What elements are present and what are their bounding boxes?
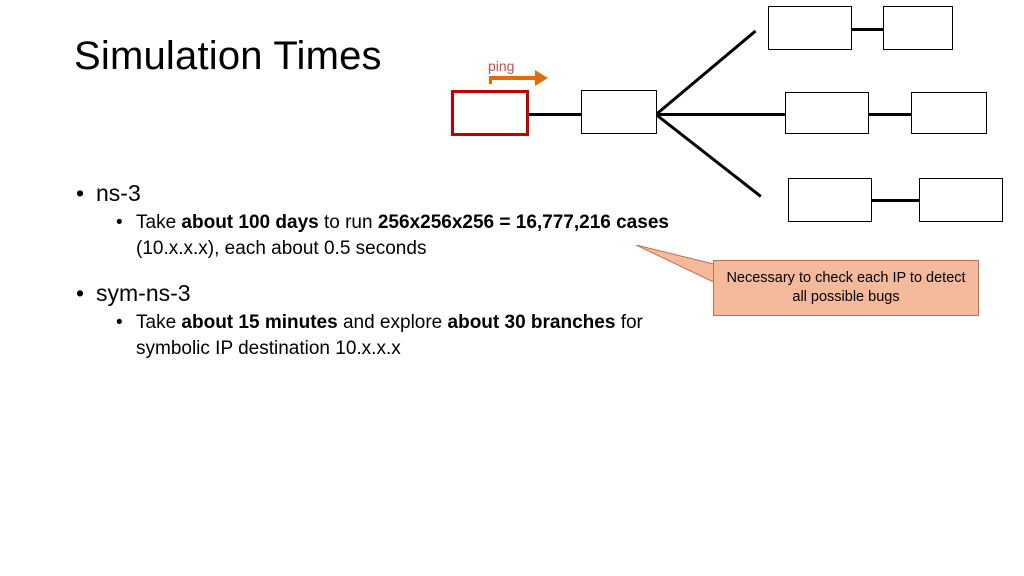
bullet-marker: •	[76, 280, 85, 306]
edge-bottom-pair	[871, 199, 921, 202]
list-item: • Take about 15 minutes and explore abou…	[70, 310, 810, 362]
branch-top-right-node[interactable]	[883, 6, 953, 50]
ping-arrow-line	[489, 76, 535, 80]
callout-box: Necessary to check each IP to detect all…	[713, 260, 979, 316]
router-node[interactable]	[581, 90, 657, 134]
list-item-text-part: Take	[136, 312, 182, 333]
bullet-marker: •	[76, 180, 85, 206]
list-item: • ns-3	[70, 178, 810, 208]
list-item-text-part: to run	[318, 212, 378, 233]
list-item-text-part: Take	[136, 212, 182, 233]
ping-label: ping	[488, 58, 515, 74]
ping-arrow-shaft	[489, 76, 492, 84]
list-item: • Take about 100 days to run 256x256x256…	[70, 210, 810, 262]
ping-arrow-head	[535, 70, 548, 86]
spacer	[70, 262, 810, 278]
bullet-marker: •	[116, 312, 123, 333]
edge-router-top	[655, 29, 757, 116]
list-item: • sym-ns-3	[70, 278, 810, 308]
edge-top-pair	[850, 28, 885, 31]
branch-middle-right-node[interactable]	[911, 92, 987, 134]
list-item-text-bold: about 30 branches	[447, 312, 616, 333]
list-item-text-part: and explore	[337, 312, 448, 333]
edge-router-middle	[656, 113, 788, 116]
branch-middle-left-node[interactable]	[785, 92, 869, 134]
edge-source-router	[528, 113, 590, 116]
edge-middle-pair	[868, 113, 913, 116]
list-item-text-bold: about 100 days	[181, 212, 319, 233]
bullet-list: • ns-3 • Take about 100 days to run 256x…	[70, 178, 810, 362]
network-diagram: ping	[440, 0, 1024, 330]
list-item-continuation: (10.x.x.x), each about 0.5 seconds	[136, 238, 427, 259]
branch-top-left-node[interactable]	[768, 6, 852, 50]
list-item-text: ns-3	[96, 180, 141, 206]
list-item-text: sym-ns-3	[96, 280, 191, 306]
list-item-text-bold: about 15 minutes	[181, 312, 338, 333]
source-node[interactable]	[451, 90, 529, 136]
bullet-marker: •	[116, 212, 123, 233]
branch-bottom-left-node[interactable]	[788, 178, 872, 222]
branch-bottom-right-node[interactable]	[919, 178, 1003, 222]
page-title: Simulation Times	[74, 34, 382, 78]
list-item-continuation: symbolic IP destination 10.x.x.x	[136, 338, 401, 359]
list-item-text-part: for	[615, 312, 643, 333]
list-item-text-bold: 256x256x256 = 16,777,216 cases	[377, 212, 669, 233]
